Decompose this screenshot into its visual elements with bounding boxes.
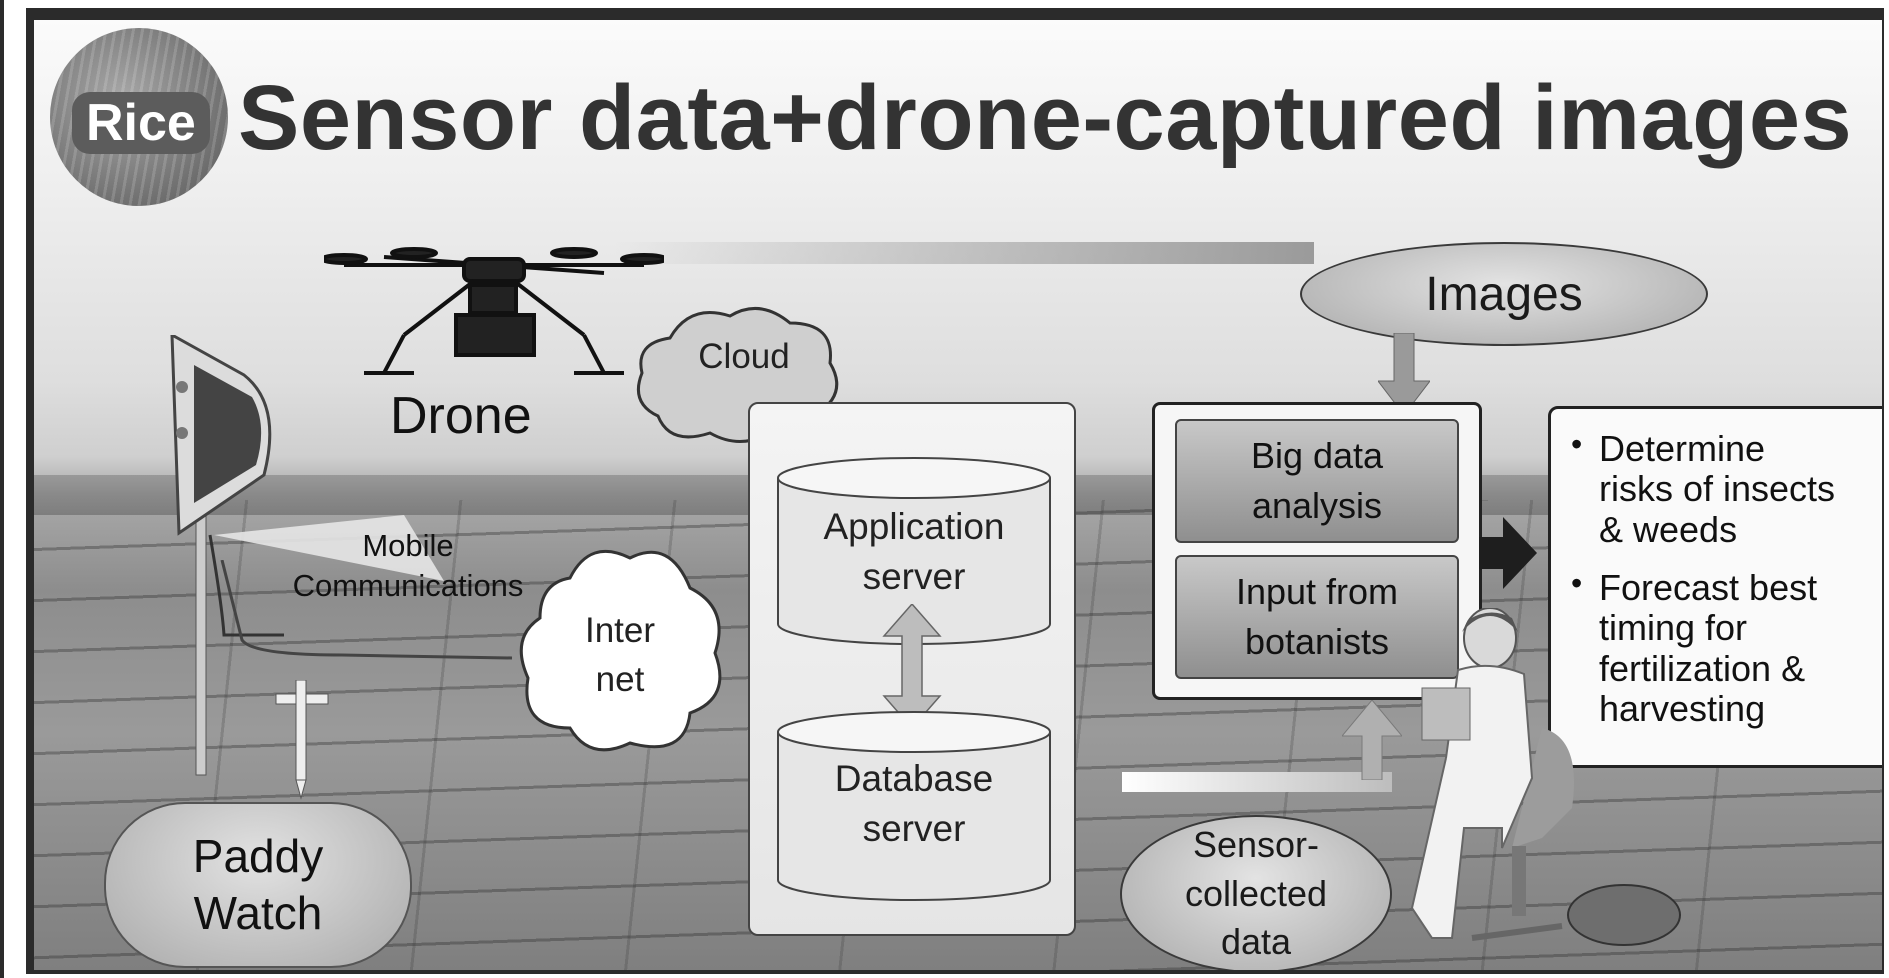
images-down-arrow <box>1378 333 1430 415</box>
result-2-line4: harvesting <box>1599 687 1766 729</box>
drone-image-beam <box>614 242 1314 264</box>
big-data-analysis-box: Big data analysis <box>1175 419 1459 543</box>
water-sensor-probe-icon <box>275 680 329 800</box>
paddy-watch-device-icon <box>170 335 284 776</box>
result-2-line3: fertilization & <box>1599 647 1806 689</box>
slide: Rice Sensor data+drone-captured images D… <box>34 20 1882 970</box>
database-server-label: Database server <box>776 754 1052 854</box>
result-1-line1: Determine <box>1599 428 1766 469</box>
analysis-to-results-arrow <box>1479 517 1537 589</box>
server-sync-arrow <box>882 604 942 728</box>
paddy-watch-line1: Paddy <box>192 829 324 882</box>
sensor-line1: Sensor- <box>1192 824 1320 866</box>
result-2-line1: Forecast best <box>1599 566 1818 608</box>
application-server-cylinder <box>777 457 1051 645</box>
mobile-line2: Communications <box>292 568 524 604</box>
drone-label: Drone <box>390 387 532 445</box>
images-ellipse: Images <box>1300 242 1708 346</box>
botanists-line1: Input from <box>1235 570 1399 612</box>
sensor-line2: collected <box>1184 872 1328 914</box>
sensor-data-up-arrow <box>1342 700 1402 780</box>
results-box: Determine risks of insects & weeds Forec… <box>1548 406 1882 768</box>
drone-icon <box>324 247 664 375</box>
application-server-label: Application server <box>776 502 1052 602</box>
sensor-line3: data <box>1220 921 1292 963</box>
mobile-line1: Mobile <box>362 528 454 563</box>
big-data-line2: analysis <box>1251 485 1383 526</box>
internet-cloud-icon <box>519 549 722 752</box>
internet-label: Inter net <box>570 606 670 704</box>
device-to-internet-cable <box>220 560 513 660</box>
result-1-line3: & weeds <box>1599 508 1738 550</box>
botanist-person-icon <box>1410 608 1574 941</box>
botanists-line2: botanists <box>1244 621 1390 662</box>
drain-grate-icon <box>1567 884 1681 946</box>
internet-line2: net <box>595 660 645 699</box>
result-1-line2: risks of insects <box>1599 468 1836 510</box>
slide-title: Sensor data+drone-captured images <box>238 67 1853 169</box>
database-server-cylinder <box>777 711 1051 901</box>
mobile-signal-wedge <box>214 515 444 581</box>
internet-line1: Inter <box>584 611 656 650</box>
mobile-communications-label: Mobile Communications <box>250 526 566 607</box>
db-server-line2: server <box>862 807 966 849</box>
sensor-data-flow-bar <box>1122 772 1392 792</box>
result-item-forecast: Forecast best timing for fertilization &… <box>1563 566 1882 729</box>
rice-badge: Rice <box>72 92 210 154</box>
botanists-input-box: Input from botanists <box>1175 555 1459 679</box>
result-item-insect-risk: Determine risks of insects & weeds <box>1563 427 1882 550</box>
sensor-collected-data-ellipse: Sensor- collected data <box>1120 815 1392 970</box>
analysis-box: Big data analysis Input from botanists <box>1152 402 1482 700</box>
paddy-watch-line2: Watch <box>193 887 323 939</box>
left-border <box>0 0 4 978</box>
app-server-line2: server <box>862 555 966 597</box>
app-server-line1: Application <box>823 506 1005 547</box>
db-server-line1: Database <box>834 758 994 799</box>
cloud-label: Cloud <box>698 337 790 376</box>
result-2-line2: timing for <box>1599 607 1748 649</box>
paddy-watch-pill: Paddy Watch <box>104 802 412 968</box>
big-data-line1: Big data <box>1250 434 1384 476</box>
